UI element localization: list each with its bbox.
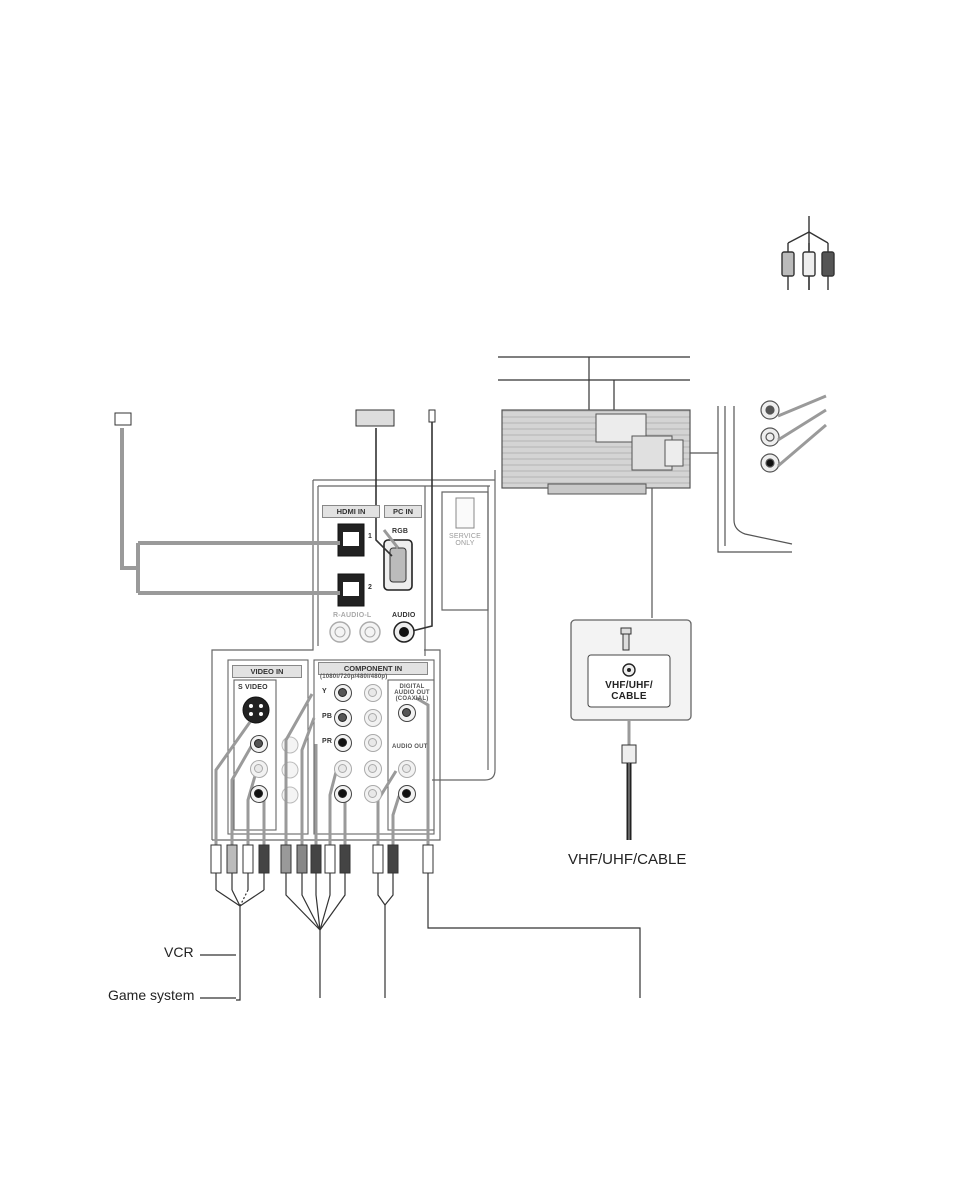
service-only-label: SERVICE ONLY [446, 533, 484, 547]
video-in-tab: VIDEO IN [232, 665, 302, 678]
side-panel-inset [690, 401, 792, 552]
hdmi-in-tab: HDMI IN [322, 505, 380, 518]
audio-jack [394, 622, 414, 642]
vcr-label: VCR [164, 944, 194, 960]
video-faint-jacks [282, 737, 298, 803]
video-jack [250, 735, 268, 753]
rca-plug-group-top [782, 216, 834, 290]
antenna-panel [571, 488, 691, 840]
audio-out-l-jack [398, 760, 416, 778]
vhf-uhf-cable-label: VHF/UHF/CABLE [568, 851, 686, 868]
video-audio-r-jack [250, 785, 268, 803]
video-audio-l-jack [250, 760, 268, 778]
component2-y-jack [364, 684, 382, 702]
r-audio-l-label: R-AUDIO-L [333, 612, 371, 619]
service-port [456, 498, 474, 528]
y-jack [334, 684, 352, 702]
component-audio-r-jack [334, 785, 352, 803]
pc-plugs [356, 410, 435, 426]
audio-out-r-jack [398, 785, 416, 803]
pc-cables [376, 418, 432, 632]
hdmi-cable-left [122, 428, 340, 593]
digital-audio-out-label: DIGITAL AUDIO OUT (COAXIAL) [392, 684, 432, 702]
audio-out-label: AUDIO OUT [392, 744, 427, 750]
rgb-label: RGB [392, 528, 408, 535]
side-panel-arrows [778, 396, 826, 466]
digital-audio-out-jack [398, 704, 416, 722]
svideo-jack [243, 697, 269, 723]
rl-audio-jacks [330, 622, 380, 642]
device-lines [200, 873, 640, 1000]
hdmi-1-label: 1 [368, 533, 372, 540]
component-res-label: (1080i/720p/480i/480p) [320, 674, 387, 680]
component2-audio-r-jack [364, 785, 382, 803]
hdmi-ports [338, 524, 364, 606]
callout-lines [498, 357, 690, 410]
game-system-label: Game system [108, 987, 194, 1003]
plug-row [211, 845, 433, 873]
pr-jack [334, 734, 352, 752]
pr-label: PR [322, 738, 332, 745]
pc-in-tab: PC IN [384, 505, 422, 518]
component2-pb-jack [364, 709, 382, 727]
s-video-label: S VIDEO [238, 684, 268, 691]
component-audio-l-jack [334, 760, 352, 778]
component2-audio-l-jack [364, 760, 382, 778]
tv-rear-view [502, 410, 690, 494]
audio-label: AUDIO [392, 612, 416, 619]
antenna-box-label: VHF/UHF/ CABLE [594, 680, 664, 702]
component2-pr-jack [364, 734, 382, 752]
pb-jack [334, 709, 352, 727]
pb-label: PB [322, 713, 332, 720]
hdmi-plug-left [115, 413, 131, 425]
hdmi-2-label: 2 [368, 584, 372, 591]
y-label: Y [322, 688, 327, 695]
